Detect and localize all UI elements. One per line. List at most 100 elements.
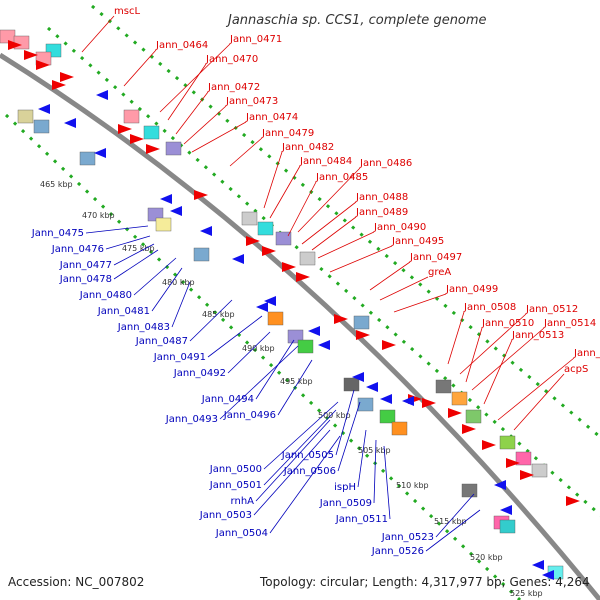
forward-arrow-17	[422, 398, 436, 408]
forward-arrow-2	[36, 60, 50, 70]
reverse-gene-label: Jann_0476	[51, 244, 104, 255]
reverse-gene-label: Jann_0509	[319, 498, 372, 509]
reverse-leader	[335, 389, 355, 456]
forward-leader	[183, 105, 227, 145]
forward-leader	[191, 121, 247, 153]
forward-arrow-9	[246, 236, 260, 246]
gene-box-15	[499, 435, 516, 450]
forward-gene-label: acpS	[564, 364, 588, 375]
reverse-leader	[151, 267, 183, 312]
reverse-gene-label: Jann_0503	[199, 510, 252, 521]
forward-arrow-19	[462, 424, 476, 434]
forward-leader	[269, 165, 301, 219]
gene-box-13	[451, 391, 468, 406]
forward-leader	[123, 49, 157, 87]
gene-box-27	[343, 377, 360, 392]
forward-arrow-11	[282, 262, 296, 272]
forward-gene-label: greA	[428, 267, 451, 278]
forward-arrow-10	[262, 246, 276, 256]
forward-leader	[513, 373, 565, 431]
forward-gene-label: Jann_0484	[299, 156, 352, 167]
reverse-gene-label: Jann_0500	[209, 464, 262, 475]
reverse-leader	[263, 409, 337, 486]
reverse-arrow-13	[366, 382, 378, 392]
forward-gene-label: Jann_0470	[205, 54, 258, 65]
forward-arrow-3	[60, 72, 74, 82]
kbp-tick-label: 500 kbp	[318, 411, 351, 420]
gene-features	[0, 29, 580, 580]
forward-leader	[483, 339, 513, 405]
dotted-guide-1	[4, 113, 522, 600]
reverse-gene-label: Jann_0493	[165, 414, 218, 425]
kbp-tick-label: 490 kbp	[242, 344, 275, 353]
forward-arrow-14	[356, 330, 370, 340]
gene-box-28	[379, 409, 396, 424]
forward-leader	[447, 311, 465, 365]
gene-box-33	[461, 483, 478, 498]
dotted-guide-0	[47, 26, 600, 517]
forward-leader	[369, 261, 411, 291]
reverse-arrow-2	[64, 118, 76, 128]
forward-gene-label: Jann_0516	[573, 348, 600, 359]
reverse-gene-label: Jann_0501	[209, 480, 262, 491]
forward-leader	[317, 231, 375, 259]
forward-gene-label: Jann_0488	[355, 192, 408, 203]
reverse-arrow-3	[94, 148, 106, 158]
kbp-tick-label: 465 kbp	[40, 180, 73, 189]
reverse-gene-label: Jann_0496	[223, 410, 276, 421]
reverse-gene-label: rnhA	[231, 496, 255, 507]
reverse-arrow-10	[308, 326, 320, 336]
forward-leader	[297, 167, 361, 233]
reverse-arrow-17	[500, 505, 512, 515]
forward-leader	[263, 151, 283, 209]
gene-box-20	[79, 151, 96, 166]
forward-arrow-23	[566, 496, 580, 506]
reverse-gene-label: Jann_0478	[59, 274, 112, 285]
forward-arrow-22	[520, 470, 534, 480]
forward-gene-label: Jann_0473	[225, 96, 278, 107]
backbone-line	[0, 52, 600, 600]
kbp-tick-label: 470 kbp	[82, 211, 115, 220]
reverse-gene-label: Jann_0483	[117, 322, 170, 333]
reverse-arrow-0	[96, 90, 108, 100]
reverse-arrow-1	[38, 104, 50, 114]
reverse-gene-label: Jann_0506	[283, 466, 336, 477]
reverse-leader	[255, 419, 331, 502]
forward-leader	[497, 357, 575, 421]
gene-box-19	[33, 119, 50, 134]
kbp-tick-label: 505 kbp	[358, 446, 391, 455]
reverse-leader	[207, 315, 263, 358]
forward-arrow-8	[194, 190, 208, 200]
reverse-leader	[113, 243, 155, 266]
reverse-arrow-18	[532, 560, 544, 570]
gene-box-21	[147, 207, 164, 222]
forward-gene-label: Jann_0472	[207, 82, 260, 93]
reverse-gene-label: Jann_0481	[97, 306, 150, 317]
reverse-leader	[373, 439, 377, 504]
kbp-tick-label: 480 kbp	[162, 278, 195, 287]
gene-box-12	[435, 379, 452, 394]
forward-gene-label: Jann_0495	[391, 236, 444, 247]
forward-arrow-21	[506, 458, 520, 468]
gene-box-8	[257, 221, 274, 236]
forward-gene-label: Jann_0479	[261, 128, 314, 139]
reverse-leader	[255, 339, 295, 400]
forward-leader	[311, 216, 357, 251]
reverse-arrow-8	[256, 302, 268, 312]
kbp-tick-label: 515 kbp	[434, 517, 467, 526]
gene-box-24	[267, 311, 284, 326]
kbp-tick-label: 475 kbp	[122, 244, 155, 253]
reverse-gene-label: Jann_0505	[281, 450, 334, 461]
gene-box-26	[297, 339, 314, 354]
reverse-arrow-9	[264, 296, 276, 306]
reverse-leader	[425, 509, 481, 552]
forward-gene-label: Jann_0510	[481, 318, 534, 329]
forward-leader	[81, 15, 115, 53]
reverse-arrow-19	[542, 570, 554, 580]
forward-leader	[379, 276, 429, 301]
forward-leader	[159, 43, 231, 113]
forward-arrow-4	[52, 80, 66, 90]
kbp-tick-label: 510 kbp	[396, 481, 429, 490]
gene-box-10	[299, 251, 316, 266]
